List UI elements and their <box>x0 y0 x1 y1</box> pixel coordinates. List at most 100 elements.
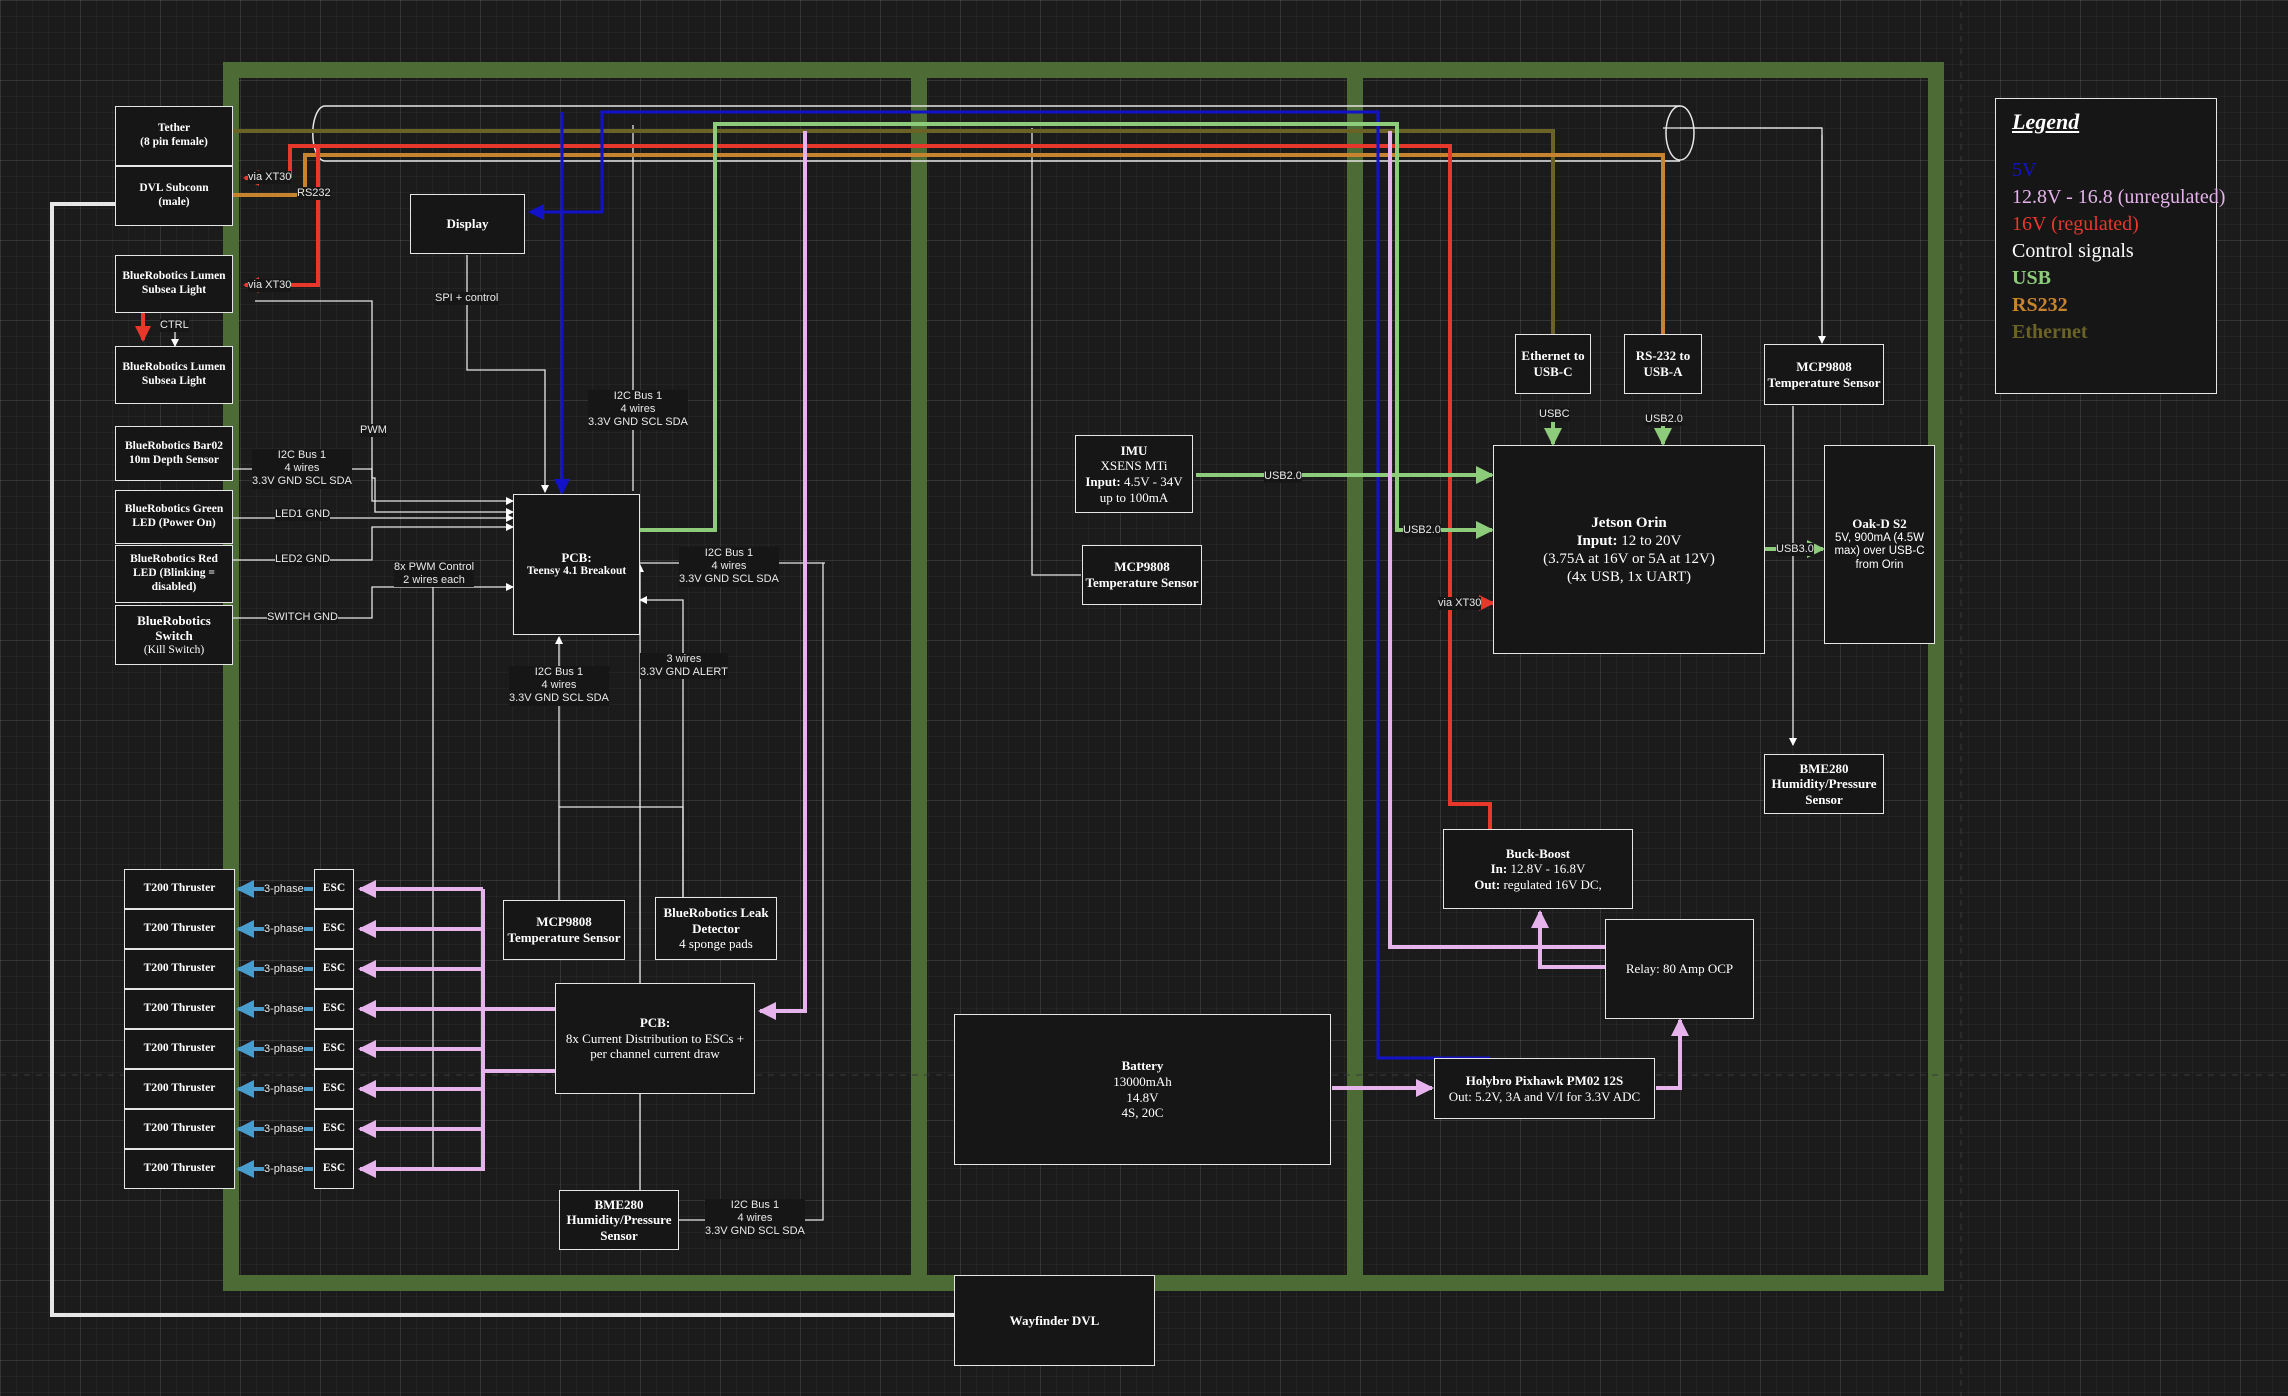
label-switch-gnd: SWITCH GND <box>267 611 338 625</box>
label-spi: SPI + control <box>435 292 499 306</box>
esc: ESC <box>314 1149 354 1189</box>
green-led-title: BlueRobotics Green LED (Power On) <box>124 503 224 529</box>
esc: ESC <box>314 1069 354 1109</box>
label-via-xt30-lumen: via XT30 <box>248 279 292 293</box>
t200-thruster: T200 Thruster <box>124 949 235 989</box>
bme-left-title: BME280 Humidity/Pressure Sensor <box>566 1196 672 1243</box>
legend-item: 5V <box>2012 159 2037 181</box>
t200-thruster: T200 Thruster <box>124 869 235 909</box>
pcb-teensy-title: PCB: <box>561 549 592 565</box>
phase-label: 3-phase <box>264 1123 304 1137</box>
lumen-light-1: BlueRobotics Lumen Subsea Light <box>115 255 233 313</box>
oakd-title: Oak-D S2 <box>1852 516 1907 531</box>
pixhawk-title: Holybro Pixhawk PM02 12S <box>1465 1072 1624 1088</box>
bme280-left: BME280 Humidity/Pressure Sensor <box>559 1190 679 1250</box>
buck-in-key: In: <box>1490 861 1508 877</box>
label-led2: LED2 GND <box>275 553 331 567</box>
esc: ESC <box>314 869 354 909</box>
thruster-label: T200 Thruster <box>143 882 216 895</box>
label-pwm-control: 8x PWM Control 2 wires each <box>394 561 475 588</box>
label-pwm: PWM <box>360 424 387 438</box>
imu-input-val: 4.5V - 34V <box>1120 474 1183 489</box>
phase-label: 3-phase <box>264 1043 304 1057</box>
imu-model: XSENS MTi <box>1100 458 1168 474</box>
display-box: Display <box>410 194 525 254</box>
imu-box: IMU XSENS MTi Input: 4.5V - 34V up to 10… <box>1075 435 1193 513</box>
jetson-orin: Jetson Orin Input: 12 to 20V (3.75A at 1… <box>1493 445 1765 654</box>
esc: ESC <box>314 989 354 1029</box>
lumen2-title: BlueRobotics Lumen Subsea Light <box>122 361 226 387</box>
tether-box: Tether (8 pin female) <box>115 106 233 166</box>
kill-switch: BlueRobotics Switch (Kill Switch) <box>115 605 233 665</box>
buck-out-key: Out: <box>1474 876 1501 892</box>
battery-title: Battery <box>1121 1058 1164 1074</box>
ethernet-cable <box>233 129 1555 334</box>
esc: ESC <box>314 909 354 949</box>
label-rs232: RS232 <box>297 187 331 201</box>
leak-title: BlueRobotics Leak Detector <box>663 905 769 936</box>
label-usbc: USBC <box>1539 408 1570 422</box>
phase-label: 3-phase <box>264 1003 304 1017</box>
t200-thruster: T200 Thruster <box>124 1149 235 1189</box>
5v-line <box>528 110 1490 1060</box>
imu-title: IMU <box>1120 442 1148 458</box>
label-via-xt30-tether: via XT30 <box>248 171 292 185</box>
thruster-label: T200 Thruster <box>143 1162 216 1175</box>
battery-box: Battery 13000mAh 14.8V 4S, 20C <box>954 1014 1331 1165</box>
rs232-to-usba: RS-232 to USB-A <box>1624 334 1702 394</box>
dvl-subconn-sub: (male) <box>158 196 190 208</box>
esc-label: ESC <box>322 1082 346 1095</box>
eth-usbc-title: Ethernet to USB-C <box>1521 348 1585 379</box>
mcp-left-title: MCP9808 Temperature Sensor <box>507 914 621 945</box>
relay-box: Relay: 80 Amp OCP <box>1605 919 1754 1019</box>
pcb-teensy: PCB: Teensy 4.1 Breakout <box>513 494 640 635</box>
mcp9808-right: MCP9808 Temperature Sensor <box>1764 344 1884 405</box>
esc-label: ESC <box>322 882 346 895</box>
display-title: Display <box>446 216 489 232</box>
wayfinder-dvl: Wayfinder DVL <box>954 1275 1155 1366</box>
pcb-dist-title: PCB: <box>639 1015 671 1031</box>
label-via-xt30-jetson: via XT30 <box>1438 597 1482 611</box>
esc-label: ESC <box>322 1042 346 1055</box>
dvl-subconn-title: DVL Subconn <box>139 182 209 195</box>
legend-item: 12.8V - 16.8 (unregulated) <box>2012 186 2226 208</box>
label-usb20-left: USB2.0 <box>1403 524 1441 538</box>
thruster-label: T200 Thruster <box>143 1082 216 1095</box>
phase-label: 3-phase <box>264 883 304 897</box>
imu-input-key: Input: <box>1085 474 1121 489</box>
rs232-cable <box>233 153 1665 334</box>
esc-label: ESC <box>322 1162 346 1175</box>
bar02-depth-sensor: BlueRobotics Bar02 10m Depth Sensor <box>115 426 233 481</box>
jetson-input-key: Input: <box>1576 532 1618 549</box>
esc: ESC <box>314 949 354 989</box>
leak-detector: BlueRobotics Leak Detector 4 sponge pads <box>655 897 777 960</box>
green-led: BlueRobotics Green LED (Power On) <box>115 490 233 544</box>
lumen-light-2: BlueRobotics Lumen Subsea Light <box>115 346 233 404</box>
thruster-label: T200 Thruster <box>143 1122 216 1135</box>
imu-input: Input: 4.5V - 34V <box>1085 474 1182 490</box>
label-usb20-top: USB2.0 <box>1645 413 1683 427</box>
pcb-teensy-sub: Teensy 4.1 Breakout <box>526 565 627 578</box>
mcp9808-mid: MCP9808 Temperature Sensor <box>1082 545 1202 605</box>
label-i2c-top: I2C Bus 1 4 wires 3.3V GND SCL SDA <box>588 390 688 430</box>
mcp-mid-title: MCP9808 Temperature Sensor <box>1085 559 1199 590</box>
legend-item: RS232 <box>2012 294 2068 316</box>
red-led: BlueRobotics Red LED (Blinking = disable… <box>115 545 233 603</box>
esc-label: ESC <box>322 1002 346 1015</box>
pixhawk-sub: Out: 5.2V, 3A and V/I for 3.3V ADC <box>1448 1088 1641 1104</box>
battery-capacity: 13000mAh <box>1113 1073 1172 1089</box>
jetson-title: Jetson Orin <box>1591 514 1667 531</box>
rs232-usba-title: RS-232 to USB-A <box>1635 348 1691 379</box>
esc: ESC <box>314 1109 354 1149</box>
relay-title: Relay: 80 Amp OCP <box>1625 961 1734 977</box>
battery-config: 4S, 20C <box>1121 1105 1164 1121</box>
label-led1: LED1 GND <box>275 508 331 522</box>
lumen1-title: BlueRobotics Lumen Subsea Light <box>122 270 226 296</box>
phase-label: 3-phase <box>264 1163 304 1177</box>
oakd-sub: 5V, 900mA (4.5W max) over USB-C from Ori… <box>1834 531 1925 572</box>
switch-sub: (Kill Switch) <box>143 643 205 656</box>
jetson-ports: (4x USB, 1x UART) <box>1566 568 1692 585</box>
